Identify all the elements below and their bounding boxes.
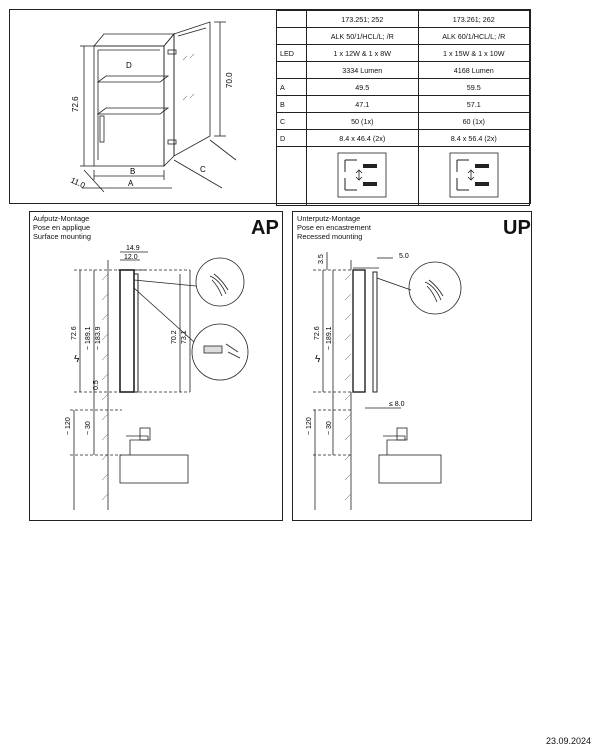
dim-8-0: ≤ 8.0 — [389, 401, 405, 408]
table-row: C 50 (1x) 60 (1x) — [276, 112, 530, 130]
table-row: ALK 50/1/HCL/L; /R ALK 60/1/HCL/L; /R — [276, 27, 530, 45]
ap-code: AP — [251, 217, 279, 239]
dim-12-0: 12.0 — [124, 254, 138, 261]
dim-72-6: 72.6 — [314, 326, 321, 340]
shelf-adjust-icon — [337, 152, 387, 198]
document-date: 23.09.2024 — [545, 736, 591, 746]
dim-5-0: 5.0 — [399, 253, 409, 260]
dim-120: ~ 120 — [306, 417, 313, 435]
door-height-label: 70.0 — [225, 72, 234, 88]
table-header-row: 173.251; 252 173.261; 262 — [276, 10, 530, 28]
spec-table: 173.251; 252 173.261; 262 ALK 50/1/HCL/L… — [276, 10, 530, 206]
header-cell: 173.261; 262 — [417, 10, 530, 28]
dim-14-9: 14.9 — [126, 245, 140, 252]
dim-183-9: ~ 183.9 — [95, 326, 102, 350]
cabinet-drawing: D 72.6 70.0 11.0 B A C — [69, 21, 237, 193]
surface-title: Aufputz-Montage Pose en applique Surface… — [33, 214, 91, 241]
dim-189-1: ~ 189.1 — [85, 326, 92, 350]
table-row: D 8.4 x 46.4 (2x) 8.4 x 56.4 (2x) — [276, 129, 530, 147]
dim-72-6: 72.6 — [71, 326, 78, 340]
power-icon: ϟ — [74, 354, 80, 365]
table-row: LED 1 x 12W & 1 x 8W 1 x 15W & 1 x 10W — [276, 44, 530, 62]
recessed-mounting-drawing: 3.5 5.0 72.6 ~ 189.1 ≤ 8.0 ~ 120 ~ 30 ϟ — [306, 252, 462, 510]
table-row-icons — [276, 146, 530, 206]
power-icon: ϟ — [315, 354, 321, 365]
shelf-label-d: D — [126, 61, 132, 70]
dim-a-label: A — [128, 179, 134, 188]
cabinet-height-label: 72.6 — [71, 96, 80, 112]
dim-0-5: 0.5 — [93, 380, 100, 390]
dim-c-label: C — [200, 165, 206, 174]
up-code: UP — [503, 217, 531, 239]
dim-73-1: 73.1 — [181, 330, 188, 344]
product-overview-panel — [9, 9, 531, 204]
shelf-adjust-icon — [449, 152, 499, 198]
table-row: B 47.1 57.1 — [276, 95, 530, 113]
table-row: 3334 Lumen 4168 Lumen — [276, 61, 530, 79]
surface-mounting-panel — [29, 211, 283, 521]
dim-189-1: ~ 189.1 — [326, 326, 333, 350]
table-row: A 49.5 59.5 — [276, 78, 530, 96]
dim-3-5: 3.5 — [318, 254, 325, 264]
header-cell: 173.251; 252 — [306, 10, 419, 28]
dim-30: ~ 30 — [85, 421, 92, 435]
dim-b-label: B — [130, 167, 135, 176]
recessed-title: Unterputz-Montage Pose en encastrement R… — [297, 214, 371, 241]
surface-mounting-drawing: 14.9 12.0 72.6 ~ 189.1 ~ 183.9 70.2 73.1… — [65, 245, 249, 510]
dim-70-2: 70.2 — [171, 330, 178, 344]
dim-30: ~ 30 — [326, 421, 333, 435]
dim-120: ~ 120 — [65, 417, 72, 435]
recessed-mounting-panel — [292, 211, 532, 521]
